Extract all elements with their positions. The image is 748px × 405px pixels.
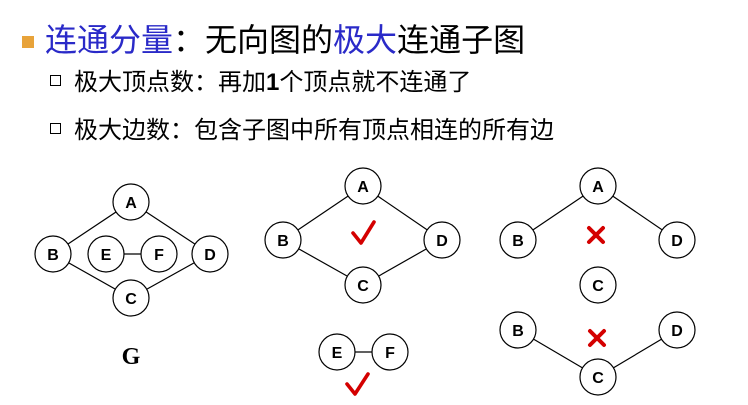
title-text-2: 连通子图 [397,21,526,59]
svg-text:A: A [357,179,369,196]
svg-text:C: C [125,291,137,308]
svg-text:A: A [125,195,137,212]
svg-text:D: D [436,233,448,250]
svg-text:F: F [385,345,395,362]
node-e: E [318,333,356,371]
bullet-1-number: 1 [266,69,280,96]
svg-text:B: B [47,247,59,264]
node-a: A [579,167,617,205]
graph-g: A B E F D C G [34,183,229,370]
component-ef: E F [318,333,409,396]
svg-text:F: F [154,247,164,264]
svg-text:B: B [512,233,524,250]
node-f: F [371,333,409,371]
svg-text:D: D [671,233,683,250]
title-text-1: 无向图的 [205,21,334,59]
node-f: F [140,235,178,273]
square-bullet-icon [22,36,34,48]
bullet-1-post: 个顶点就不连通了 [279,68,472,96]
svg-text:A: A [592,179,604,196]
cross-icon [587,226,605,244]
node-c: C [579,358,617,396]
svg-text:C: C [357,278,369,295]
title-highlight-maximal: 极大 [333,21,398,59]
graph-label: G [122,344,141,370]
svg-text:E: E [101,247,112,264]
svg-text:E: E [332,345,343,362]
subgraph-bcd: B D C [499,311,696,396]
cross-icon [588,329,606,347]
hollow-square-bullet-icon [50,123,61,134]
node-b: B [34,235,72,273]
node-c: C [112,279,150,317]
node-e: E [87,235,125,273]
svg-text:D: D [671,323,683,340]
node-a: A [112,183,150,221]
bullet-max-vertices: 极大顶点数：再加1个顶点就不连通了 [50,66,471,99]
node-b: B [499,311,537,349]
node-d: D [658,221,696,259]
title-highlight-term: 连通分量 [45,21,174,59]
component-abcd: A B D C [264,167,461,304]
bullet-1-pre: 极大顶点数：再加 [74,68,266,96]
svg-text:C: C [592,370,604,387]
slide-title: 连通分量：无向图的极大连通子图 [45,20,525,60]
node-c: C [579,266,617,304]
node-a: A [344,167,382,205]
subgraph-abcd-missing-edges: A B D C [499,167,696,304]
node-d: D [423,221,461,259]
svg-text:B: B [277,233,289,250]
node-b: B [264,221,302,259]
node-c: C [344,266,382,304]
hollow-square-bullet-icon [50,75,61,86]
svg-text:D: D [204,247,216,264]
check-icon [351,220,376,245]
title-colon: ： [173,21,206,59]
bullet-2-text: 极大边数：包含子图中所有顶点相连的所有边 [74,116,554,144]
node-d: D [658,311,696,349]
svg-text:B: B [512,323,524,340]
node-d: D [191,235,229,273]
node-b: B [499,221,537,259]
check-icon [345,372,370,396]
svg-text:C: C [592,278,604,295]
bullet-max-edges: 极大边数：包含子图中所有顶点相连的所有边 [50,114,554,146]
